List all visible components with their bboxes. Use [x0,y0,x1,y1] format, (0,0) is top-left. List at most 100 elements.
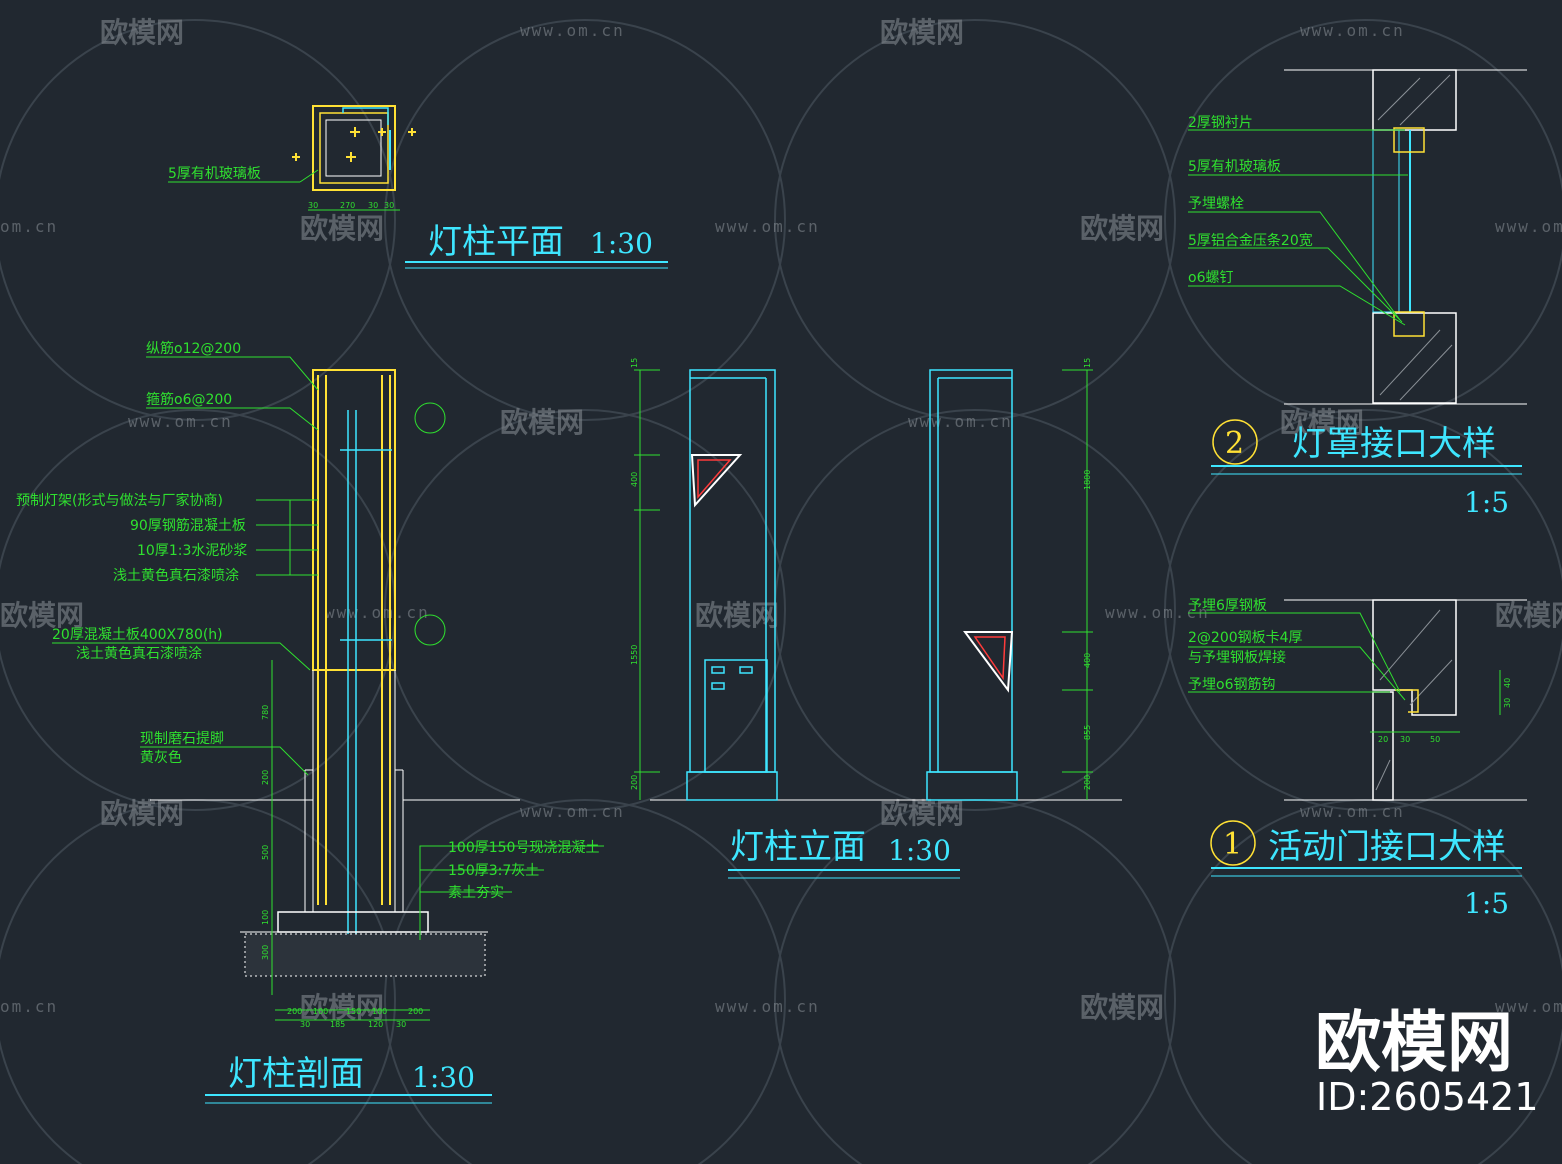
detail1-dim: 20 [1378,735,1388,744]
section-label: 浅土黄色真石漆喷涂 [76,645,202,662]
detail-2-view: 2厚钢衬片 5厚有机玻璃板 予埋螺栓 5厚铝合金压条20宽 o6螺钉 2 灯罩接… [1188,69,1527,519]
watermark-url: www.om.cn [1495,217,1562,236]
watermark-brand: 欧模网 [100,797,184,830]
plan-scale: 1:30 [590,227,653,260]
watermark-url: www.om.cn [1495,997,1562,1016]
detail2-number: 2 [1225,426,1244,461]
section-dim-bottom: 120 [368,1020,383,1029]
detail1-label: 予埋o6钢筋钩 [1188,676,1275,693]
detail1-label: 予埋6厚钢板 [1188,598,1267,614]
watermark-brand: 欧模网 [1495,599,1562,632]
section-view: 780 200 500 100 300 200 100 150 100 200 … [16,340,604,1104]
section-dim-bottom: 200 [287,1007,302,1016]
watermark-url: www.om.cn [520,21,625,40]
watermark-brand: 欧模网 [880,797,964,830]
watermark-url: www.om.cn [715,217,820,236]
detail1-number: 1 [1223,827,1242,862]
logo-brand: 欧模网 [1315,1004,1513,1081]
section-dim: 100 [261,910,270,925]
section-label: 素土夯实 [448,885,504,901]
detail2-label: 5厚有机玻璃板 [1188,158,1281,175]
plan-label-glass: 5厚有机玻璃板 [168,165,261,182]
watermark-brand: 欧模网 [695,599,779,632]
section-dim: 200 [261,770,270,785]
section-dim-bottom: 30 [396,1020,406,1029]
section-dim-bottom: 30 [300,1020,310,1029]
elev-dim: 855 [1083,725,1092,740]
detail-1-view: 予埋6厚钢板 2@200钢板卡4厚 与予埋钢板焊接 予埋o6钢筋钩 20 30 … [1188,598,1527,920]
detail1-scale: 1:5 [1464,887,1509,920]
section-label: 20厚混凝土板400X780(h) [52,627,223,643]
detail1-dim: 30 [1503,698,1512,708]
plan-view: 5厚有机玻璃板 30 270 30 30 灯柱平面 1:30 [168,105,668,269]
plan-dim: 30 [368,201,378,210]
watermark-url: www.om.cn [128,412,233,431]
watermark-brand: 欧模网 [1280,406,1364,439]
section-label: 现制磨石提脚 [140,731,224,747]
watermark-brand: 欧模网 [880,16,964,49]
elevation-title: 灯柱立面 [730,827,866,867]
watermark-brand: 欧模网 [0,599,84,632]
detail1-dim: 30 [1400,735,1410,744]
watermark-url: www.om.cn [1300,802,1405,821]
watermark-url: www.om.cn [908,412,1013,431]
detail1-label: 2@200钢板卡4厚 [1188,630,1303,646]
detail1-title: 活动门接口大样 [1268,827,1506,867]
section-dim-bottom: 150 [346,1007,361,1016]
elev-dim: 15 [1083,358,1092,368]
watermark-brand: 欧模网 [300,212,384,245]
elev-dim: 400 [1083,653,1092,668]
elev-dim: 1800 [1083,470,1092,490]
detail2-scale: 1:5 [1464,486,1509,519]
section-dim: 780 [261,705,270,720]
elev-dim: 1550 [630,645,639,665]
watermark-brand: 欧模网 [1080,991,1164,1024]
section-label: 150厚3:7灰土 [448,863,539,879]
watermark-url: www.om.cn [1105,603,1210,622]
section-dim-bottom: 100 [313,1007,328,1016]
detail1-dim: 50 [1430,735,1440,744]
elevation-view: 15 400 1550 200 15 1800 400 855 200 灯柱立面… [630,358,1122,879]
watermark-arcs [0,19,1562,1164]
watermark-url: om.cn [0,997,58,1016]
section-label: 箍筋o6@200 [146,391,232,408]
brand-logo: 欧模网 ID:2605421 [1315,1004,1539,1119]
detail1-dim: 40 [1503,678,1512,688]
elev-dim: 15 [630,358,639,368]
detail2-title: 灯罩接口大样 [1292,424,1496,464]
section-dim: 300 [261,945,270,960]
section-label: 黄灰色 [140,749,182,766]
elev-dim: 400 [630,472,639,487]
watermarks: 欧模网 欧模网 www.om.cn www.om.cn 欧模网 欧模网 om.c… [0,16,1562,1024]
plan-dim: 30 [384,201,394,210]
section-scale: 1:30 [412,1061,475,1094]
watermark-url: om.cn [0,217,58,236]
detail2-label: 5厚铝合金压条20宽 [1188,232,1313,249]
section-dim-bottom: 185 [330,1020,345,1029]
section-label: 100厚150号现浇混凝土 [448,840,599,856]
elev-dim: 200 [630,775,639,790]
watermark-brand: 欧模网 [500,406,584,439]
plan-title: 灯柱平面 [428,222,564,262]
detail2-label: 予埋螺栓 [1188,196,1244,212]
detail2-label: o6螺钉 [1188,270,1233,286]
section-dim: 500 [261,845,270,860]
section-label: 预制灯架(形式与做法与厂家协商) [16,492,223,509]
section-title: 灯柱剖面 [228,1054,364,1094]
section-dim-bottom: 100 [372,1007,387,1016]
section-dim-bottom: 200 [408,1007,423,1016]
watermark-brand: 欧模网 [300,991,384,1024]
section-label: 10厚1:3水泥砂浆 [137,543,247,559]
plan-dim: 30 [308,201,318,210]
logo-id: ID:2605421 [1316,1075,1539,1119]
section-label: 浅土黄色真石漆喷涂 [113,567,239,584]
detail2-label: 2厚钢衬片 [1188,115,1253,131]
elev-dim: 200 [1083,775,1092,790]
section-label: 纵筋o12@200 [146,340,241,357]
watermark-brand: 欧模网 [1080,212,1164,245]
watermark-brand: 欧模网 [100,16,184,49]
watermark-url: www.om.cn [715,997,820,1016]
watermark-url: www.om.cn [520,802,625,821]
